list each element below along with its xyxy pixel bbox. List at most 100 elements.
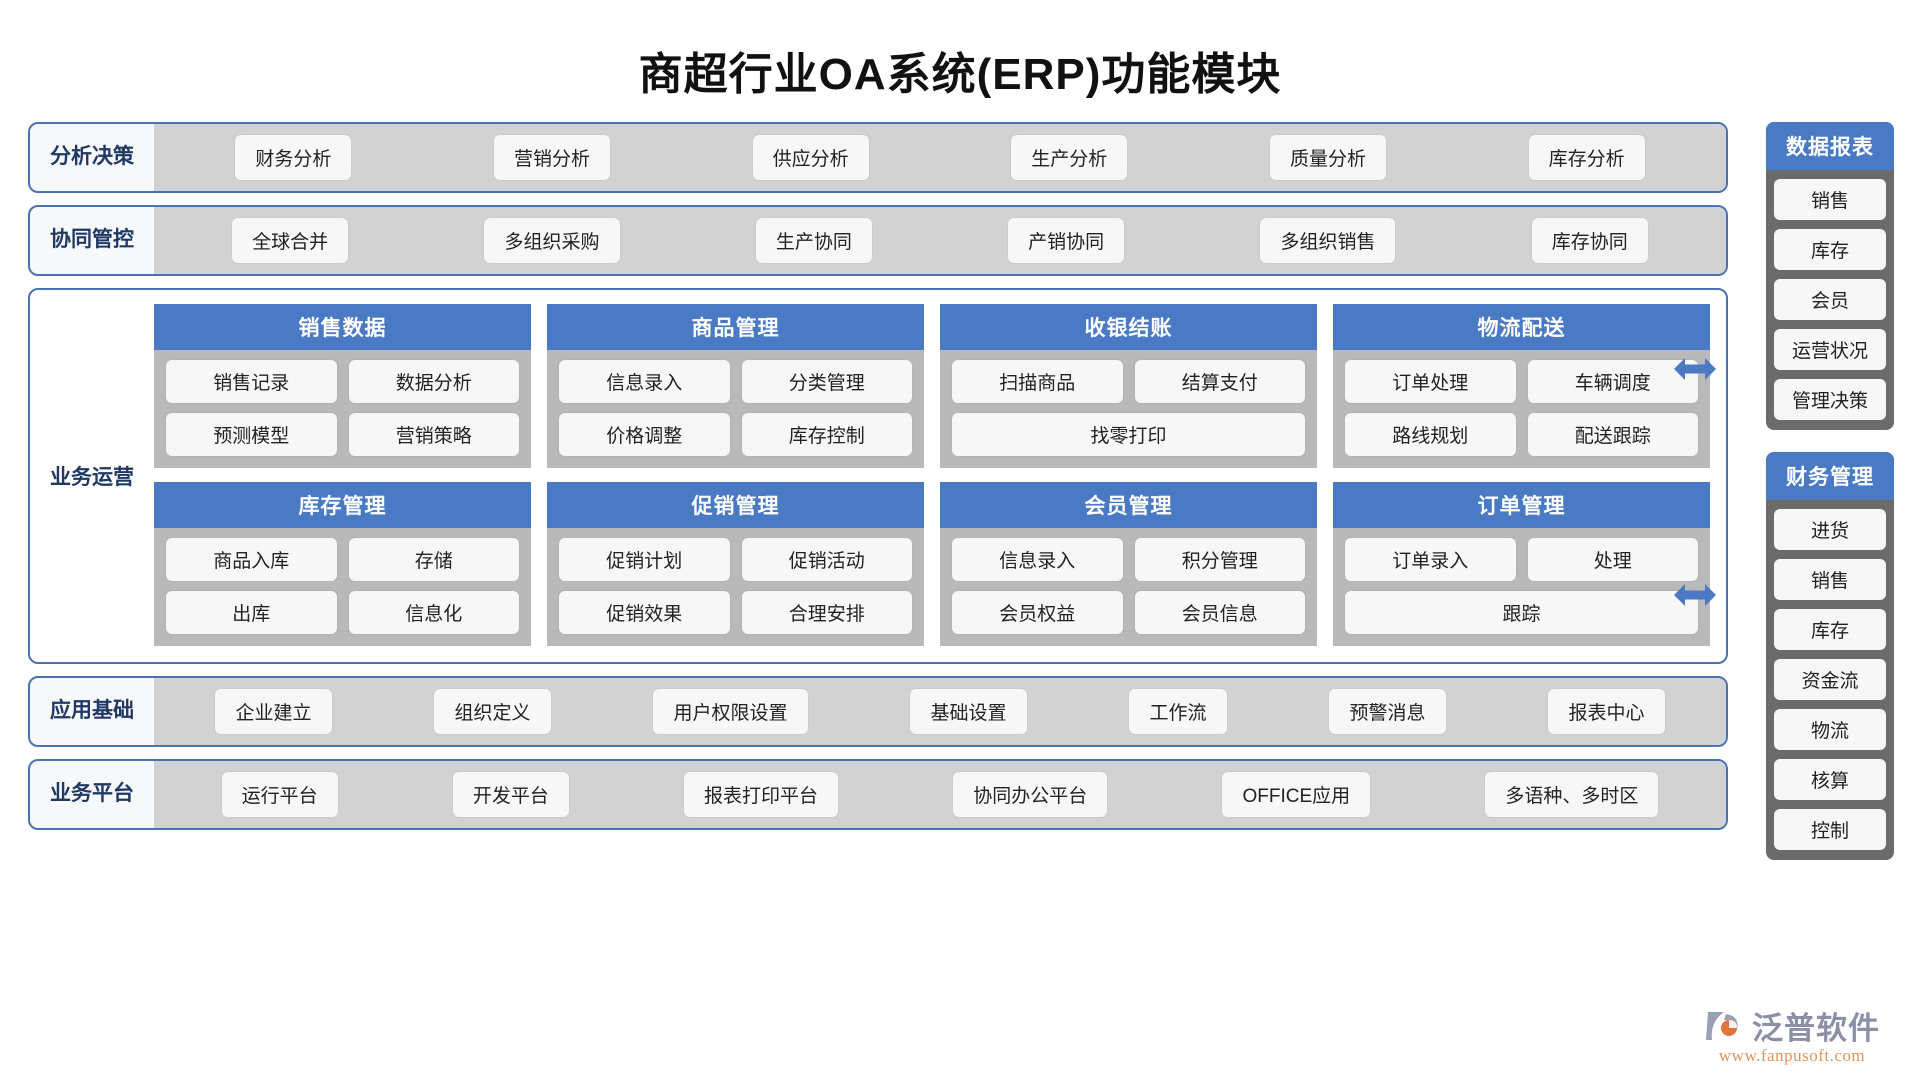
card-item[interactable]: 扫描商品: [952, 360, 1123, 403]
card-body: 订单处理 车辆调度 路线规划 配送跟踪: [1333, 350, 1710, 468]
card-item[interactable]: 库存控制: [741, 413, 912, 456]
card-item[interactable]: 出库: [166, 591, 337, 634]
sidebar-item-purchase[interactable]: 进货: [1774, 509, 1886, 550]
band-item[interactable]: 多组织采购: [484, 218, 620, 263]
band-item[interactable]: 用户权限设置: [653, 689, 808, 734]
band-item[interactable]: 工作流: [1129, 689, 1227, 734]
card-item[interactable]: 销售记录: [166, 360, 337, 403]
card-item[interactable]: 合理安排: [741, 591, 912, 634]
band-item[interactable]: 生产分析: [1011, 135, 1128, 180]
card-item[interactable]: 找零打印: [952, 413, 1305, 456]
card-body: 扫描商品 结算支付 找零打印: [940, 350, 1317, 468]
band-item[interactable]: 多组织销售: [1260, 218, 1396, 263]
logo-url: www.fanpusoft.com: [1718, 1046, 1866, 1065]
band-item[interactable]: 财务分析: [235, 135, 352, 180]
band-item[interactable]: 多语种、多时区: [1485, 772, 1659, 817]
band-item[interactable]: 报表中心: [1548, 689, 1665, 734]
double-arrow-icon: [1672, 352, 1718, 386]
band-item[interactable]: 组织定义: [434, 689, 551, 734]
card-item[interactable]: 数据分析: [348, 360, 519, 403]
card-item[interactable]: 订单处理: [1345, 360, 1516, 403]
sidebar-item-member[interactable]: 会员: [1774, 279, 1886, 320]
card-promotion-management: 促销管理 促销计划 促销活动 促销效果 合理安排: [547, 482, 924, 646]
sidebar-item-sales[interactable]: 销售: [1774, 559, 1886, 600]
band-collaboration: 协同管控 全球合并 多组织采购 生产协同 产销协同 多组织销售 库存协同: [28, 205, 1728, 276]
band-item[interactable]: 运行平台: [221, 772, 338, 817]
card-title: 促销管理: [547, 482, 924, 528]
band-item[interactable]: 开发平台: [452, 772, 569, 817]
card-title: 销售数据: [154, 304, 531, 350]
card-item[interactable]: 跟踪: [1345, 591, 1698, 634]
card-item[interactable]: 订单录入: [1345, 538, 1516, 581]
card-title: 库存管理: [154, 482, 531, 528]
band-operations: 业务运营 销售数据 销售记录 数据分析 预测模型 营销策略 商品管理 信息录入: [28, 288, 1728, 664]
band-item[interactable]: 供应分析: [752, 135, 869, 180]
sidebar-item-inventory[interactable]: 库存: [1774, 229, 1886, 270]
card-checkout: 收银结账 扫描商品 结算支付 找零打印: [940, 304, 1317, 468]
card-item[interactable]: 促销计划: [559, 538, 730, 581]
sidebar-item-inventory[interactable]: 库存: [1774, 609, 1886, 650]
sidebar-item-control[interactable]: 控制: [1774, 809, 1886, 850]
band-item[interactable]: 质量分析: [1269, 135, 1386, 180]
card-item[interactable]: 信息录入: [952, 538, 1123, 581]
card-logistics: 物流配送 订单处理 车辆调度 路线规划 配送跟踪: [1333, 304, 1710, 468]
card-item[interactable]: 积分管理: [1134, 538, 1305, 581]
card-item[interactable]: 信息化: [348, 591, 519, 634]
sidebar-item-cash-flow[interactable]: 资金流: [1774, 659, 1886, 700]
page-title: 商超行业OA系统(ERP)功能模块: [638, 50, 1282, 99]
band-item[interactable]: 企业建立: [215, 689, 332, 734]
card-item[interactable]: 预测模型: [166, 413, 337, 456]
card-item[interactable]: 分类管理: [741, 360, 912, 403]
band-item[interactable]: 产销协同: [1008, 218, 1125, 263]
sidebar-panel-title: 财务管理: [1766, 452, 1894, 500]
band-body-analysis: 财务分析 营销分析 供应分析 生产分析 质量分析 库存分析: [154, 124, 1726, 191]
card-item[interactable]: 会员权益: [952, 591, 1123, 634]
band-item[interactable]: 营销分析: [493, 135, 610, 180]
sidebar-panel-title: 数据报表: [1766, 122, 1894, 170]
card-item[interactable]: 信息录入: [559, 360, 730, 403]
card-item[interactable]: 车辆调度: [1527, 360, 1698, 403]
band-item[interactable]: OFFICE应用: [1222, 772, 1371, 817]
sidebar-item-operation-status[interactable]: 运营状况: [1774, 329, 1886, 370]
card-item[interactable]: 配送跟踪: [1527, 413, 1698, 456]
brand-logo: 泛普软件 www.fanpusoft.com: [1704, 1003, 1880, 1066]
card-item[interactable]: 促销效果: [559, 591, 730, 634]
band-item[interactable]: 预警消息: [1329, 689, 1446, 734]
operations-card-grid: 销售数据 销售记录 数据分析 预测模型 营销策略 商品管理 信息录入 分类管理 …: [154, 290, 1726, 662]
card-title: 物流配送: [1333, 304, 1710, 350]
band-item[interactable]: 基础设置: [910, 689, 1027, 734]
card-item[interactable]: 商品入库: [166, 538, 337, 581]
card-body: 订单录入 处理 跟踪: [1333, 528, 1710, 646]
card-item[interactable]: 路线规划: [1345, 413, 1516, 456]
card-item[interactable]: 存储: [348, 538, 519, 581]
band-business-platform: 业务平台 运行平台 开发平台 报表打印平台 协同办公平台 OFFICE应用 多语…: [28, 759, 1728, 830]
band-item[interactable]: 库存协同: [1531, 218, 1648, 263]
card-item[interactable]: 促销活动: [741, 538, 912, 581]
band-item[interactable]: 全球合并: [232, 218, 349, 263]
sidebar-item-management-decision[interactable]: 管理决策: [1774, 379, 1886, 420]
card-item[interactable]: 会员信息: [1134, 591, 1305, 634]
card-item[interactable]: 价格调整: [559, 413, 730, 456]
band-label-operations: 业务运营: [50, 466, 134, 489]
card-member-management: 会员管理 信息录入 积分管理 会员权益 会员信息: [940, 482, 1317, 646]
band-item[interactable]: 库存分析: [1528, 135, 1645, 180]
card-order-management: 订单管理 订单录入 处理 跟踪: [1333, 482, 1710, 646]
band-body-collaboration: 全球合并 多组织采购 生产协同 产销协同 多组织销售 库存协同: [154, 207, 1726, 274]
card-item[interactable]: 处理: [1527, 538, 1698, 581]
card-item[interactable]: 结算支付: [1134, 360, 1305, 403]
card-body: 信息录入 积分管理 会员权益 会员信息: [940, 528, 1317, 646]
band-application-base: 应用基础 企业建立 组织定义 用户权限设置 基础设置 工作流 预警消息 报表中心: [28, 676, 1728, 747]
card-item[interactable]: 营销策略: [348, 413, 519, 456]
card-title: 订单管理: [1333, 482, 1710, 528]
band-item[interactable]: 协同办公平台: [953, 772, 1108, 817]
band-item[interactable]: 生产协同: [755, 218, 872, 263]
band-item[interactable]: 报表打印平台: [684, 772, 839, 817]
sidebar-item-accounting[interactable]: 核算: [1774, 759, 1886, 800]
card-body: 销售记录 数据分析 预测模型 营销策略: [154, 350, 531, 468]
sidebar-item-logistics[interactable]: 物流: [1774, 709, 1886, 750]
sidebar-panel-data-reports: 数据报表 销售 库存 会员 运营状况 管理决策: [1766, 122, 1894, 430]
sidebar-item-sales[interactable]: 销售: [1774, 179, 1886, 220]
band-analysis: 分析决策 财务分析 营销分析 供应分析 生产分析 质量分析 库存分析: [28, 122, 1728, 193]
band-label-collaboration: 协同管控: [50, 228, 134, 252]
